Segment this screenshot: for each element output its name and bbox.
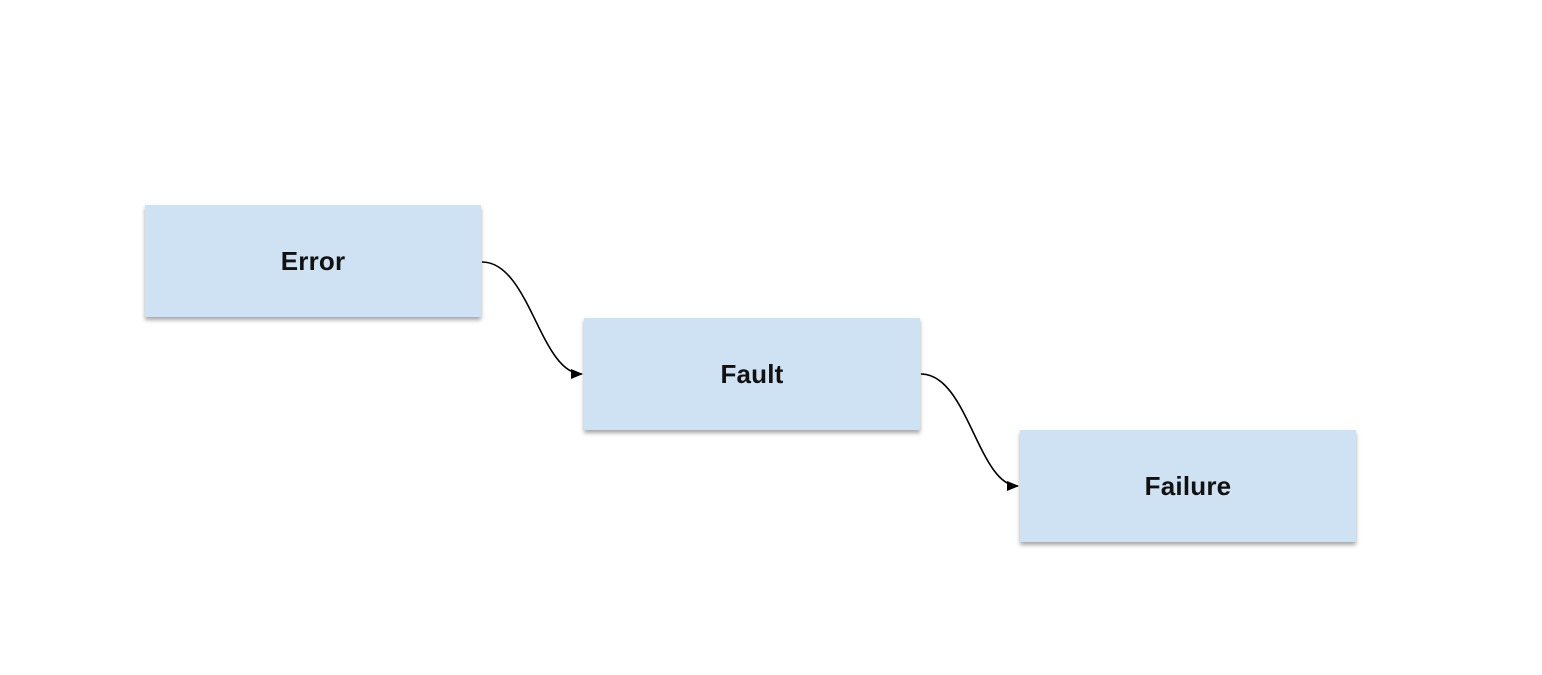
edge-error-to-fault xyxy=(481,261,583,379)
node-failure-label: Failure xyxy=(1144,470,1232,501)
edge-fault-to-failure xyxy=(920,373,1019,491)
node-failure[interactable]: Failure xyxy=(1020,430,1356,542)
node-error-label: Error xyxy=(280,245,346,276)
node-fault-label: Fault xyxy=(720,358,784,389)
node-error[interactable]: Error xyxy=(145,205,481,317)
node-fault[interactable]: Fault xyxy=(584,318,920,430)
